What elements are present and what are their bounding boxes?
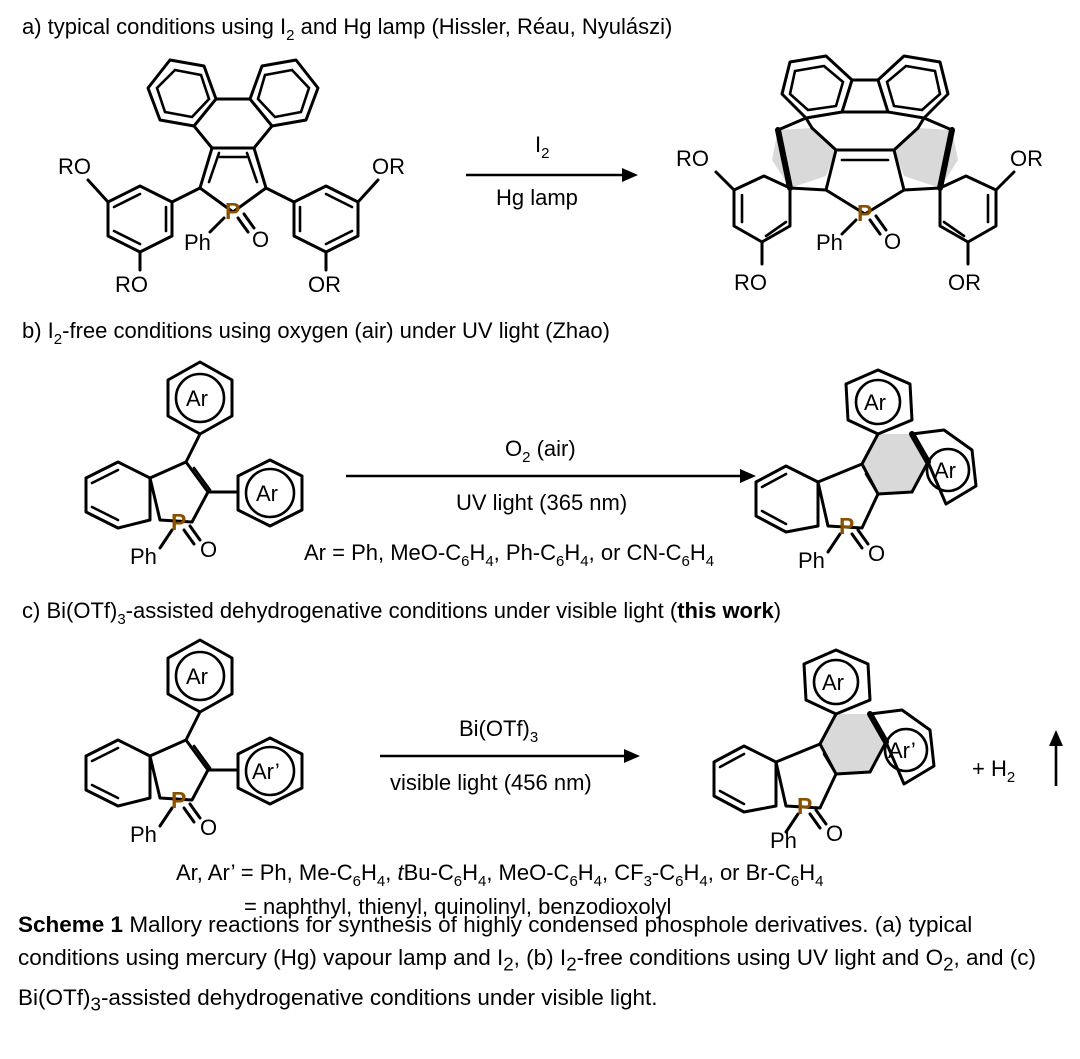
product-a-ph-label: Ph [816, 230, 843, 255]
product-a-ro-label: RO [676, 146, 709, 171]
reactant-b-ph-label: Ph [130, 544, 157, 569]
figure-caption: Scheme 1 Mallory reactions for synthesis… [18, 912, 1037, 1014]
arrow-c-head [624, 749, 640, 763]
reactant-c-phosphorus: P [171, 787, 186, 813]
product-c-ar-label: Ar [822, 670, 844, 695]
reactant-a-phosphorus: P [225, 198, 240, 224]
product-c-oxygen: O [826, 821, 843, 846]
product-b-ar-label: Ar [864, 390, 886, 415]
arrow-b-condition: UV light (365 nm) [456, 490, 627, 515]
reactant-b-phosphorus: P [171, 509, 186, 535]
reactant-a-structure [86, 58, 380, 272]
reactant-b-ar-label: Ar [186, 386, 208, 411]
reactant-b-ar-label-2: Ar [256, 481, 278, 506]
product-a-oxygen: O [884, 229, 901, 254]
product-a-or-label-2: OR [948, 270, 981, 295]
reactant-a-or-label-2: OR [308, 272, 341, 297]
reactant-a-or-label: OR [372, 154, 405, 179]
product-c-structure [712, 648, 936, 834]
reactant-c-ph-label: Ph [130, 822, 157, 847]
reactant-c-oxygen: O [200, 815, 217, 840]
arrow-b-head [740, 469, 756, 483]
reactant-c-ar-label: Ar [186, 664, 208, 689]
reactant-b-oxygen: O [200, 537, 217, 562]
product-b-structure [754, 368, 978, 554]
reactant-a-ro-label: RO [58, 154, 91, 179]
panel-a-header: a) typical conditions using I2 and Hg la… [22, 14, 672, 44]
panel-c-header: c) Bi(OTf)3-assisted dehydrogenative con… [22, 598, 781, 628]
product-c-arprime-label: Ar’ [888, 738, 916, 763]
reactant-c-arprime-label: Ar’ [252, 759, 280, 784]
product-b-oxygen: O [868, 541, 885, 566]
product-b-ar-label-2: Ar [934, 458, 956, 483]
arrow-a-condition: Hg lamp [496, 185, 578, 210]
hydrogen-byproduct: + H2 [972, 756, 1015, 786]
panel-b-header: b) I2-free conditions using oxygen (air)… [22, 318, 610, 348]
arrow-b-reagent: O2 (air) [505, 436, 576, 466]
arrow-a-head [622, 168, 638, 182]
panel-c-substituent-note: Ar, Ar’ = Ph, Me-C6H4, tBu-C6H4, MeO-C6H… [176, 860, 823, 890]
product-b-ph-label: Ph [798, 548, 825, 573]
arrow-a-reagent: I2 [535, 132, 549, 162]
product-c-phosphorus: P [797, 793, 812, 819]
product-b-phosphorus: P [839, 513, 854, 539]
reactant-b-structure [84, 360, 304, 550]
reactant-a-ro-label-2: RO [115, 272, 148, 297]
product-a-or-label: OR [1010, 146, 1043, 171]
product-a-structure [714, 54, 1016, 266]
product-c-ph-label: Ph [770, 828, 797, 853]
panel-c-substituent-note-2: = naphthyl, thienyl, quinolinyl, benzodi… [244, 894, 671, 919]
reactant-c-structure [84, 638, 304, 828]
product-a-phosphorus: P [857, 200, 872, 226]
arrow-c-condition: visible light (456 nm) [390, 770, 592, 795]
reactant-a-ph-label: Ph [184, 230, 211, 255]
caption-label: Scheme 1 [18, 912, 124, 937]
reactant-a-oxygen: O [252, 227, 269, 252]
product-a-ro-label-2: RO [734, 270, 767, 295]
arrow-c-reagent: Bi(OTf)3 [459, 716, 538, 746]
panel-b-substituent-note: Ar = Ph, MeO-C6H4, Ph-C6H4, or CN-C6H4 [304, 540, 714, 570]
gas-evolution-arrow-head [1049, 730, 1063, 746]
